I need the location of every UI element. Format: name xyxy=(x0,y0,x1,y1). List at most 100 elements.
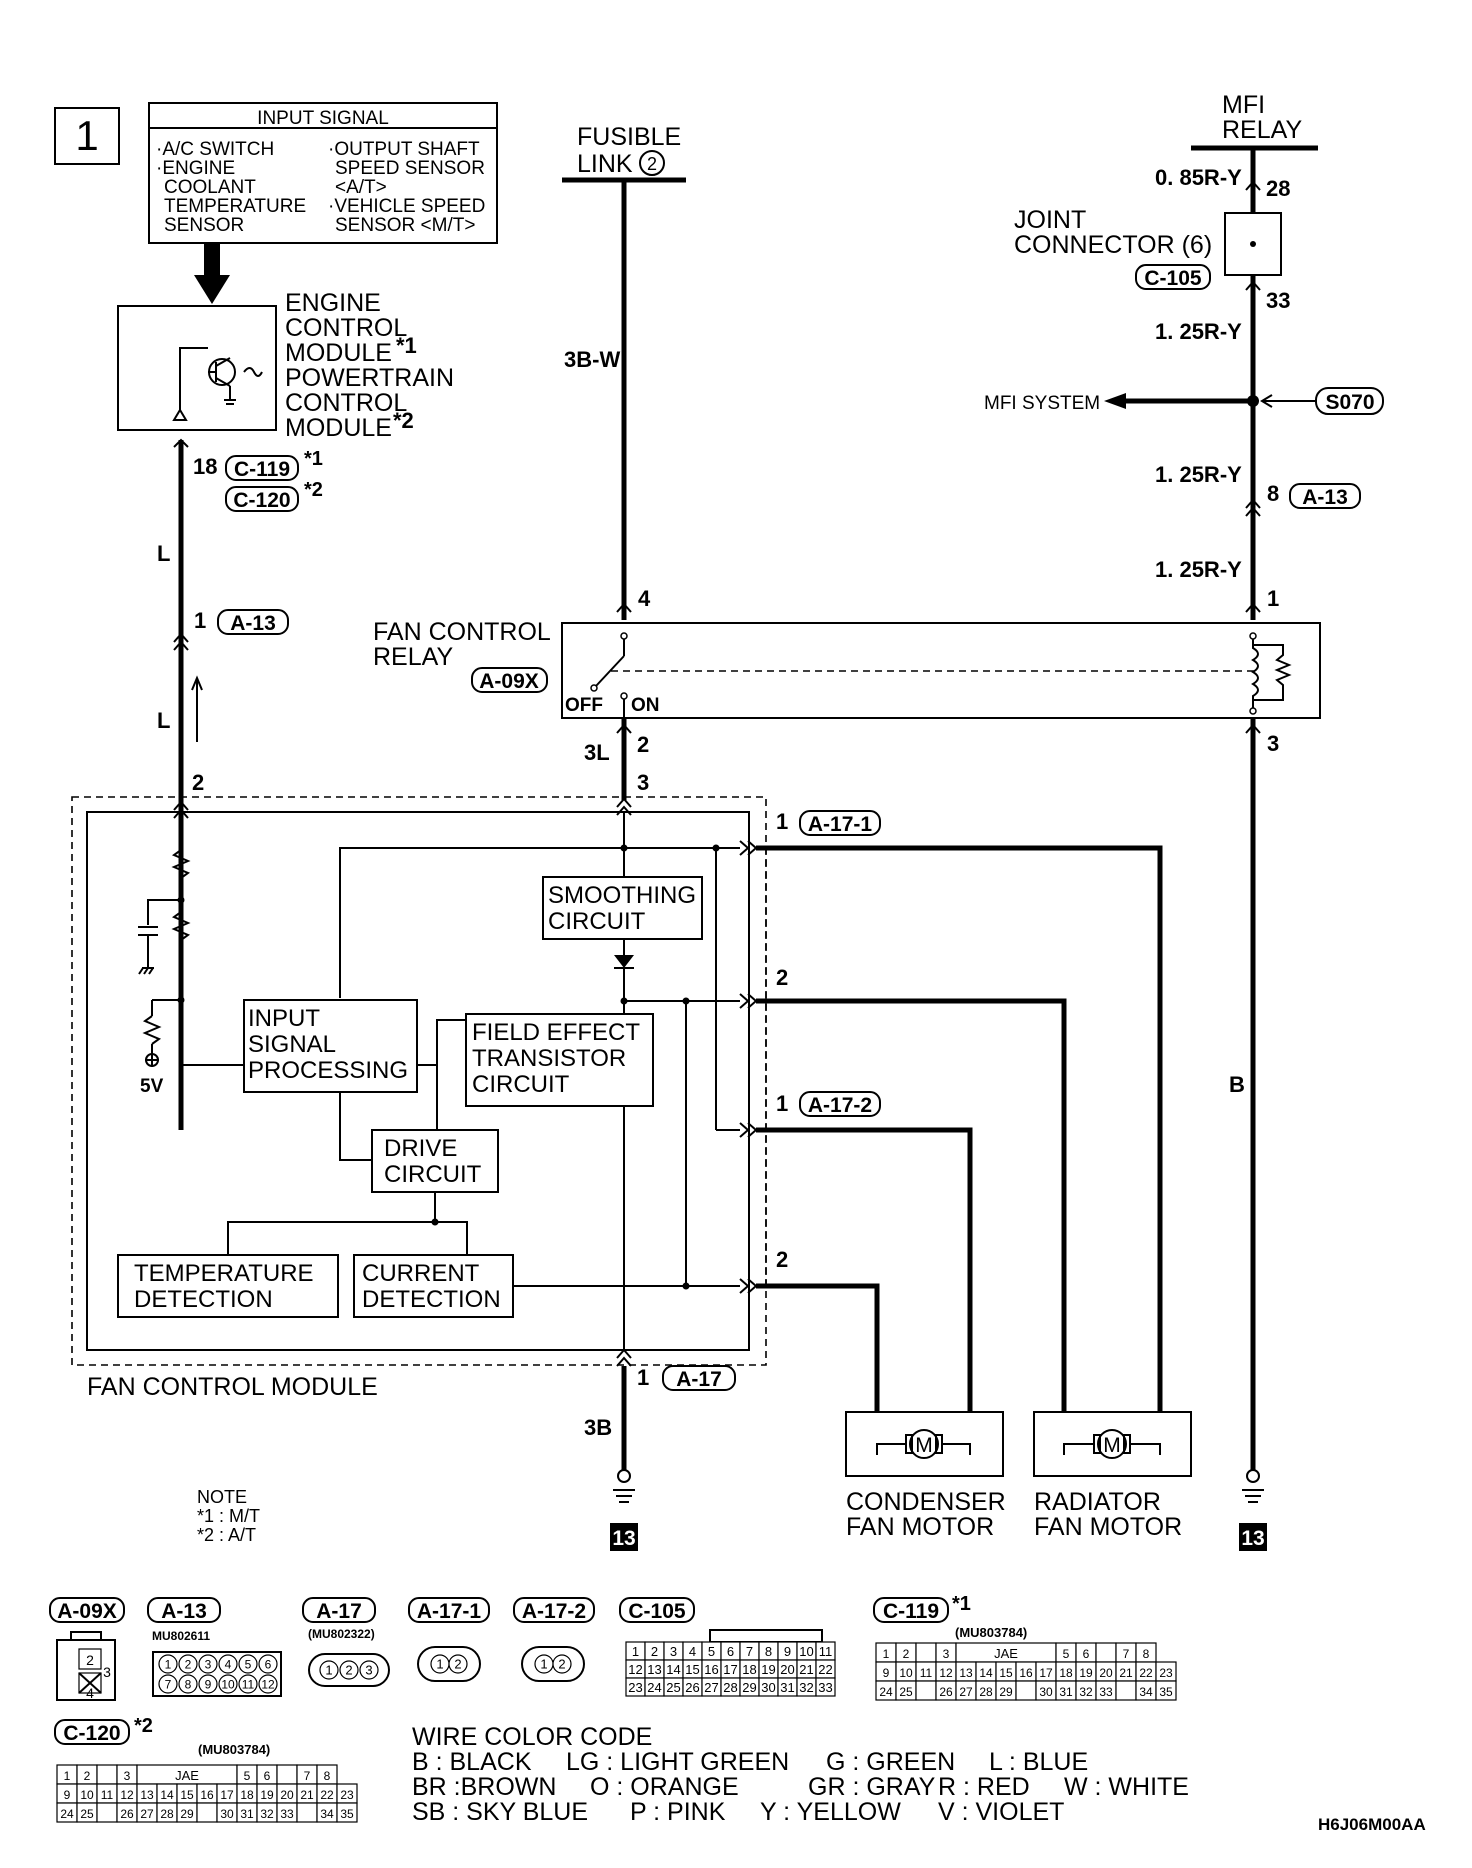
wire-ground-right xyxy=(1242,718,1264,1503)
a13-pin-label: 1 xyxy=(165,1657,172,1671)
c120-pin-label: 13 xyxy=(140,1788,154,1802)
c120-pin-label: 7 xyxy=(304,1769,311,1783)
svg-text:C-120: C-120 xyxy=(233,489,290,512)
input-signal-item: ·ENGINE xyxy=(156,158,235,179)
temperature-detection-block: TEMPERATURE DETECTION xyxy=(117,1254,339,1318)
input-signal-item: ·OUTPUT SHAFT xyxy=(328,139,480,160)
engine-control-module xyxy=(117,305,277,431)
svg-text:A-17-2: A-17-2 xyxy=(808,1094,872,1117)
c120-pin-label: 1 xyxy=(64,1769,71,1783)
input-signal-item: <A/T> xyxy=(335,177,387,198)
drawing-id: H6J06M00AA xyxy=(1318,1815,1426,1834)
connector-ref-a13-right: A-13 xyxy=(1289,483,1361,509)
input-signal-item: SENSOR <M/T> xyxy=(335,215,475,236)
svg-text:SMOOTHING: SMOOTHING xyxy=(548,882,696,909)
a17-pin-circle xyxy=(359,1660,379,1680)
c120-pin-cell xyxy=(276,1764,298,1785)
wire-relay-output xyxy=(616,718,632,816)
a17-pin-label: 1 xyxy=(325,1663,332,1678)
c120-pin-label: 23 xyxy=(340,1788,354,1802)
a13-pin-label: 10 xyxy=(221,1677,235,1691)
c119-pin-label: 19 xyxy=(1079,1666,1093,1680)
pin-label: 1 xyxy=(637,1365,649,1390)
c119-pin-label: 6 xyxy=(1083,1647,1090,1661)
wire-color-label: 3B-W xyxy=(564,347,620,372)
drive-circuit-block: DRIVE CIRCUIT xyxy=(371,1129,499,1193)
c105-pin-label: 19 xyxy=(761,1662,775,1677)
a172-pin-label: 1 xyxy=(540,1657,547,1672)
motor-symbol: M xyxy=(1103,1434,1121,1457)
c120-pin-label: 34 xyxy=(320,1807,334,1821)
connector-ref-a17: A-17 xyxy=(662,1365,736,1391)
svg-text:C-119: C-119 xyxy=(234,458,290,481)
input-signal-item: TEMPERATURE xyxy=(164,196,306,217)
c120-pin-label: 30 xyxy=(220,1807,234,1821)
c120-pin-label: 20 xyxy=(280,1788,294,1802)
svg-text:TRANSISTOR: TRANSISTOR xyxy=(472,1045,626,1072)
a13-pin-label: 2 xyxy=(185,1657,192,1671)
pcm-note: *2 xyxy=(393,408,414,433)
c120-pin-label: 19 xyxy=(260,1788,274,1802)
pin-label: 2 xyxy=(776,965,788,990)
svg-text:CIRCUIT: CIRCUIT xyxy=(384,1161,482,1188)
c120-pin-label: 10 xyxy=(80,1788,94,1802)
connector-ref-a17-1: A-17-1 xyxy=(799,810,881,836)
c119-pin-label: 9 xyxy=(883,1666,890,1680)
c120-pin-label: 16 xyxy=(200,1788,214,1802)
svg-text:*2: *2 xyxy=(134,1715,153,1737)
c105-pin-label: 3 xyxy=(670,1644,677,1659)
mfi-relay-label: MFI xyxy=(1222,91,1265,119)
fusible-link-number: 2 xyxy=(647,154,657,174)
c119-pin-label: 17 xyxy=(1039,1666,1053,1680)
pin-label: 1 xyxy=(776,809,788,834)
a13-pin-label: 7 xyxy=(165,1677,172,1691)
relay-off-label: OFF xyxy=(565,695,603,716)
c120-pin-label: 17 xyxy=(220,1788,234,1802)
c120-pin-label: 12 xyxy=(120,1788,134,1802)
a13-pin-circle xyxy=(238,1654,258,1674)
c120-pin-label: 2 xyxy=(84,1769,91,1783)
svg-text:CIRCUIT: CIRCUIT xyxy=(472,1071,570,1098)
c119-pin-label: 5 xyxy=(1063,1647,1070,1661)
c105-pin-label: 6 xyxy=(727,1644,734,1659)
c105-pin-label: 27 xyxy=(704,1680,718,1695)
svg-text:PROCESSING: PROCESSING xyxy=(248,1057,408,1084)
c119-pin-cell xyxy=(1015,1680,1037,1701)
fan-control-module-label: FAN CONTROL MODULE xyxy=(87,1373,378,1401)
a13-pin-circle xyxy=(258,1674,278,1694)
fusible-link-label: LINK xyxy=(577,150,633,178)
input-signal-box: INPUT SIGNAL ·A/C SWITCH ·ENGINE COOLANT… xyxy=(148,102,498,244)
wire-mfi-relay xyxy=(1224,148,1282,620)
c105-pin-label: 22 xyxy=(818,1662,832,1677)
wire-color-label: 1. 25R-Y xyxy=(1155,319,1242,344)
svg-text:FIELD EFFECT: FIELD EFFECT xyxy=(472,1019,640,1046)
wire-color-code-title: WIRE COLOR CODE xyxy=(412,1723,652,1751)
c119-pin-label: 10 xyxy=(899,1666,913,1680)
pcm-label: POWERTRAIN xyxy=(285,364,454,392)
wire-color-entry: BR :BROWN xyxy=(412,1773,556,1801)
c105-pin-label: 23 xyxy=(628,1680,642,1695)
wire-color-entry: P : PINK xyxy=(630,1798,726,1826)
note-line: *1 : M/T xyxy=(197,1506,260,1526)
svg-text:C-120: C-120 xyxy=(63,1722,120,1745)
connector-c120: C-120 *2 (MU803784) xyxy=(54,1715,270,1757)
c105-pin-label: 7 xyxy=(746,1644,753,1659)
wire-fusible-link xyxy=(616,180,632,620)
svg-text:13: 13 xyxy=(1241,1527,1264,1550)
a13-pin-circle xyxy=(218,1654,238,1674)
c120-pin-cell xyxy=(96,1764,118,1785)
a13-pin-label: 11 xyxy=(242,1677,255,1691)
radiator-fan-motor-label: RADIATOR xyxy=(1034,1488,1161,1516)
five-volt-label: 5V xyxy=(140,1076,164,1097)
pin-label: 8 xyxy=(1267,481,1279,506)
connector-ref-a09x: A-09X xyxy=(471,667,548,693)
pin-label: 2 xyxy=(192,770,204,795)
a171-pin-circle xyxy=(448,1654,468,1674)
svg-text:13: 13 xyxy=(612,1527,635,1550)
svg-text:A-13: A-13 xyxy=(230,612,276,635)
c120-pin-label: 27 xyxy=(140,1807,154,1821)
a13-pin-label: 8 xyxy=(185,1677,192,1691)
wire-color-label: L xyxy=(157,708,170,733)
